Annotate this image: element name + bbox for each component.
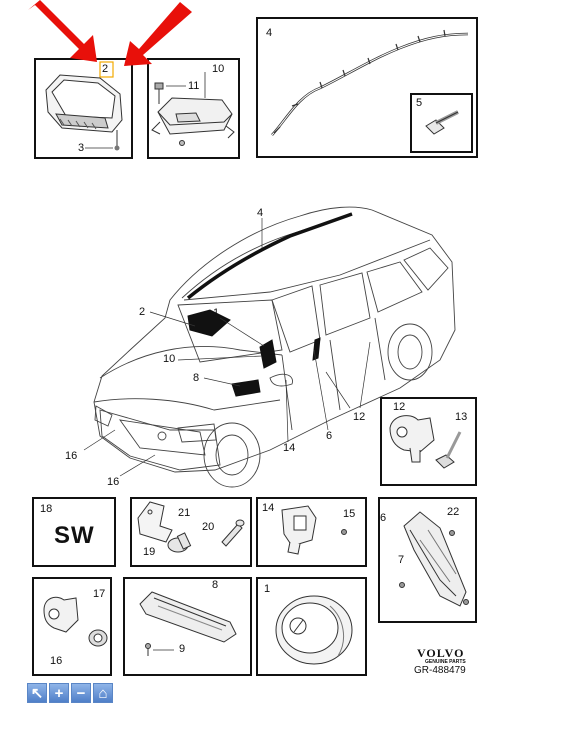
part-box-screw — [410, 93, 473, 153]
pointer-tool-button[interactable]: ↖ — [27, 683, 47, 703]
callout-3: 3 — [78, 142, 85, 154]
callout-6-box: 6 — [380, 512, 387, 524]
passenger-airbag-part — [45, 74, 123, 133]
control-module-part — [151, 97, 235, 146]
screw-9-icon — [145, 643, 151, 656]
callout-11: 11 — [188, 80, 200, 92]
callout-17: 17 — [93, 588, 106, 600]
callout-12-car: 12 — [353, 411, 366, 423]
minus-icon: − — [76, 684, 86, 702]
callout-2-car: 2 — [139, 306, 146, 318]
callout-8-car: 8 — [193, 372, 200, 384]
sw-label: SW — [54, 522, 95, 549]
sensor-14-part — [281, 505, 317, 555]
callout-20: 20 — [202, 521, 215, 533]
callout-6-car: 6 — [326, 430, 333, 442]
bolt-icon — [154, 82, 164, 104]
steering-airbag-part — [275, 595, 353, 665]
home-button[interactable]: ⌂ — [93, 683, 113, 703]
nut-17-icon — [88, 629, 108, 647]
seat-airbag-part — [403, 511, 467, 607]
callout-19: 19 — [143, 546, 156, 558]
diagram-reference: GR-488479 — [414, 665, 466, 676]
zoom-in-button[interactable]: + — [49, 683, 69, 703]
callout-14-car: 14 — [283, 442, 296, 454]
screw-icon — [114, 145, 120, 151]
home-icon: ⌂ — [98, 684, 108, 702]
callout-16-box: 16 — [50, 655, 63, 667]
pointer-icon: ↖ — [30, 685, 44, 702]
callout-7: 7 — [398, 554, 405, 566]
brand-tagline: GENUINE PARTS — [425, 659, 466, 665]
callout-4: 4 — [266, 27, 273, 39]
callout-14-box: 14 — [262, 502, 275, 514]
callout-1-car: 1 — [213, 307, 220, 319]
impact-sensor-part — [389, 415, 435, 463]
sensor-16-part — [43, 596, 79, 633]
rivet-20-icon — [221, 519, 245, 547]
red-arrow-icon — [28, 0, 192, 66]
vehicle-outline-drawing — [93, 206, 456, 488]
callout-16-a: 16 — [65, 450, 78, 462]
callout-9: 9 — [179, 643, 186, 655]
callout-10-car: 10 — [163, 353, 176, 365]
callout-12-box: 12 — [393, 401, 406, 413]
callout-21: 21 — [178, 507, 191, 519]
callout-1-box: 1 — [264, 583, 271, 595]
clip-21-icon — [167, 532, 192, 553]
callout-13: 13 — [455, 411, 468, 423]
callout-15: 15 — [343, 508, 356, 520]
brand-logo: VOLVO — [417, 646, 465, 660]
plus-icon: + — [54, 684, 64, 702]
callout-5: 5 — [416, 97, 423, 109]
callout-16-b: 16 — [107, 476, 120, 488]
zoom-out-button[interactable]: − — [71, 683, 91, 703]
callout-4-car: 4 — [257, 207, 264, 219]
highlight-marker — [99, 61, 114, 78]
callout-18: 18 — [40, 503, 53, 515]
part-box-sw-label — [32, 497, 116, 567]
callout-2: 2 — [102, 63, 109, 75]
callout-leaders — [83, 218, 371, 477]
callout-8-box: 8 — [212, 579, 219, 591]
callout-22: 22 — [447, 506, 460, 518]
flange-screw-icon — [425, 110, 459, 135]
part-box-sensor-14 — [256, 497, 367, 567]
knee-airbag-part — [139, 591, 237, 643]
bracket-part — [137, 501, 173, 543]
curtain-airbag-part — [271, 29, 469, 136]
callout-10: 10 — [212, 63, 225, 75]
screw-15-icon — [341, 529, 347, 535]
bolt-13-icon — [435, 431, 462, 469]
